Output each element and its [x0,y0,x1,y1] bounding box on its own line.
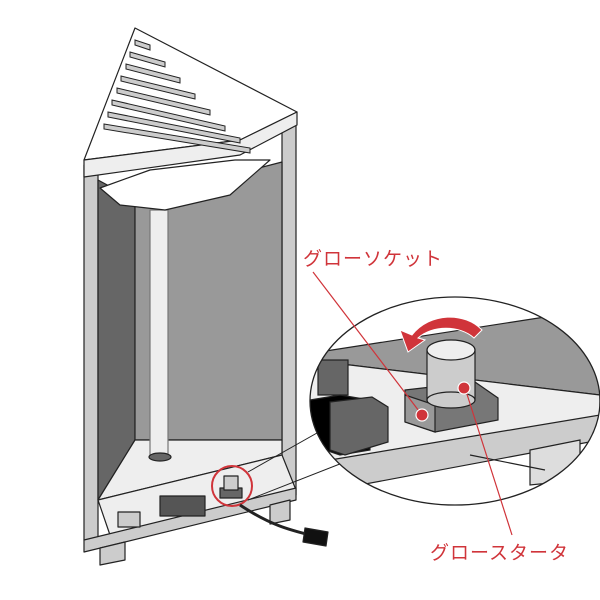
terminal-block [117,511,141,528]
right-frame [281,121,297,501]
marker-socket [415,408,429,422]
leader-socket [312,271,423,416]
ballast [159,495,206,517]
louvers [103,39,251,154]
left-frame [83,164,99,546]
label-glow-socket: グローソケット [303,248,444,270]
detail-circle [211,465,253,507]
foot-right [269,499,291,525]
reflector [99,159,271,211]
leader-starter [464,387,513,536]
magnifier-outline [309,296,600,506]
lamp-tube [149,209,169,456]
power-plug [302,527,329,547]
foot-left [99,541,126,566]
zoom-line-bottom [247,459,351,501]
lamp-holder [148,452,172,462]
small-starter [223,475,239,491]
rotate-arrow-icon [399,316,483,353]
marker-starter [457,381,471,395]
label-glow-starter: グロースタータ [430,542,570,564]
